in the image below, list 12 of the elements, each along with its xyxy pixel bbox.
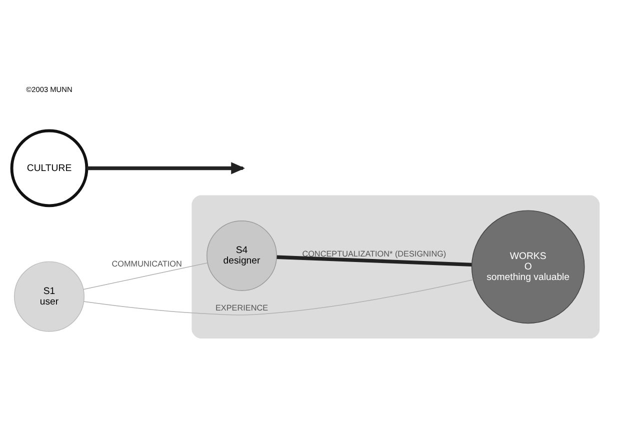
node-circle: S4 designer xyxy=(206,220,277,291)
cluster xyxy=(192,195,600,338)
edge-label: EXPERIENCE xyxy=(215,304,268,312)
connector xyxy=(83,262,208,290)
node-circle: S1 user xyxy=(14,261,84,332)
edge-label: COMMUNICATION xyxy=(112,260,182,269)
edge-label: CONCEPTUALIZATION* (DESIGNING) xyxy=(302,249,446,258)
connector xyxy=(83,279,474,316)
label: ©2003 MUNN xyxy=(26,85,72,94)
connector xyxy=(276,255,472,267)
node-circle: WORKS O something valuable xyxy=(471,210,585,324)
node-circle: CULTURE xyxy=(10,129,88,208)
